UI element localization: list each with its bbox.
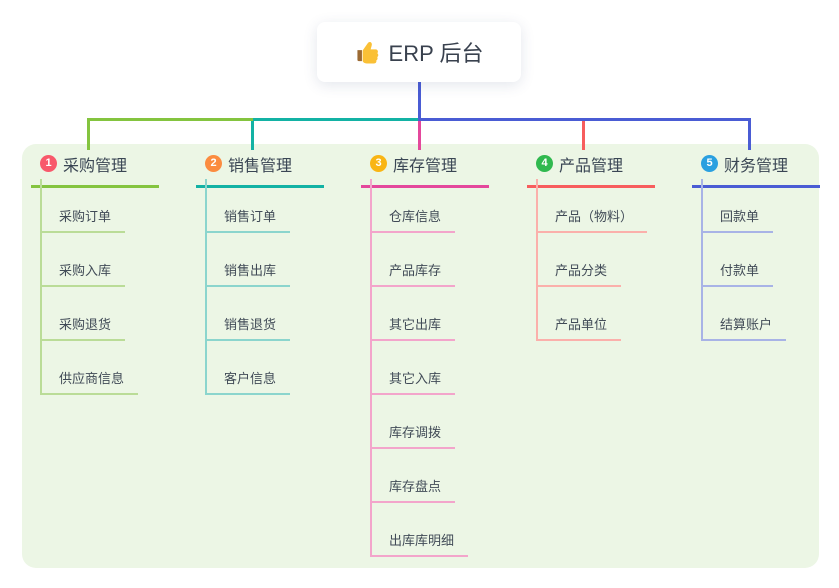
child-node[interactable]: 采购订单 (42, 179, 126, 233)
child-node-label: 销售出库 (224, 263, 277, 278)
child-node-label: 采购入库 (59, 263, 112, 278)
connector-line (417, 82, 421, 121)
child-node[interactable]: 销售退货 (207, 287, 291, 341)
branch-label: 产品管理 (559, 157, 624, 175)
child-node[interactable]: 采购入库 (42, 233, 126, 287)
child-node[interactable]: 产品分类 (538, 233, 622, 287)
child-node-label: 结算账户 (720, 317, 773, 332)
child-node[interactable]: 付款单 (703, 233, 774, 287)
child-node-label: 产品库存 (389, 263, 442, 278)
child-node-label: 销售订单 (224, 209, 277, 224)
branch-number-badge: 1 (40, 155, 57, 172)
branch-node-2[interactable]: 2 销售管理 (196, 148, 324, 188)
child-node-label: 仓库信息 (389, 209, 442, 224)
thumbs-up-icon (355, 40, 380, 65)
child-node-label: 产品分类 (555, 263, 608, 278)
child-node-label: 付款单 (720, 263, 760, 278)
child-node[interactable]: 库存盘点 (372, 449, 456, 503)
branch-label: 库存管理 (393, 157, 458, 175)
connector-line (250, 118, 254, 150)
child-node[interactable]: 产品（物料） (538, 179, 648, 233)
child-node-label: 其它出库 (389, 317, 442, 332)
child-node[interactable]: 结算账户 (703, 287, 787, 341)
branch-label: 财务管理 (724, 157, 789, 175)
connector-line (581, 118, 585, 150)
child-node-label: 客户信息 (224, 371, 277, 386)
child-node[interactable]: 销售订单 (207, 179, 291, 233)
branch-node-5[interactable]: 5 财务管理 (692, 148, 820, 188)
child-node[interactable]: 库存调拨 (372, 395, 456, 449)
child-node[interactable]: 其它出库 (372, 287, 456, 341)
branch-node-4[interactable]: 4 产品管理 (527, 148, 655, 188)
child-node-label: 供应商信息 (59, 371, 125, 386)
root-title: ERP 后台 (388, 41, 484, 66)
branch-children-4: 产品（物料） 产品分类产品单位 (536, 179, 648, 341)
child-node[interactable]: 回款单 (703, 179, 774, 233)
child-node[interactable]: 采购退货 (42, 287, 126, 341)
branch-label: 销售管理 (228, 157, 293, 175)
child-node-label: 产品（物料） (555, 209, 634, 224)
child-node-label: 销售退货 (224, 317, 277, 332)
branches-panel (22, 144, 819, 568)
connector-line (86, 118, 90, 150)
child-node-label: 产品单位 (555, 317, 608, 332)
child-node[interactable]: 其它入库 (372, 341, 456, 395)
child-node[interactable]: 销售出库 (207, 233, 291, 287)
branch-children-1: 采购订单采购入库采购退货供应商信息 (40, 179, 139, 395)
branch-children-2: 销售订单销售出库销售退货客户信息 (205, 179, 291, 395)
child-node-label: 出库库明细 (389, 533, 455, 548)
connector-line (253, 118, 418, 121)
connector-line (417, 118, 421, 150)
child-node[interactable]: 供应商信息 (42, 341, 139, 395)
connector-line (747, 118, 751, 150)
branch-number-badge: 5 (701, 155, 718, 172)
branch-number-badge: 2 (205, 155, 222, 172)
child-node-label: 库存调拨 (389, 425, 442, 440)
branch-node-3[interactable]: 3 库存管理 (361, 148, 489, 188)
branch-node-1[interactable]: 1 采购管理 (31, 148, 159, 188)
child-node[interactable]: 产品单位 (538, 287, 622, 341)
branch-number-badge: 4 (536, 155, 553, 172)
branch-number-badge: 3 (370, 155, 387, 172)
branch-children-3: 仓库信息产品库存其它出库其它入库库存调拨库存盘点出库库明细 (370, 179, 469, 557)
child-node-label: 采购订单 (59, 209, 112, 224)
child-node-label: 其它入库 (389, 371, 442, 386)
connector-line (86, 118, 253, 121)
connector-line (417, 118, 751, 121)
branch-label: 采购管理 (63, 157, 128, 175)
child-node[interactable]: 出库库明细 (372, 503, 469, 557)
child-node[interactable]: 仓库信息 (372, 179, 456, 233)
branch-children-5: 回款单付款单结算账户 (701, 179, 787, 341)
child-node-label: 回款单 (720, 209, 760, 224)
child-node-label: 采购退货 (59, 317, 112, 332)
child-node[interactable]: 客户信息 (207, 341, 291, 395)
child-node[interactable]: 产品库存 (372, 233, 456, 287)
child-node-label: 库存盘点 (389, 479, 442, 494)
root-node[interactable]: ERP 后台 (317, 22, 521, 82)
